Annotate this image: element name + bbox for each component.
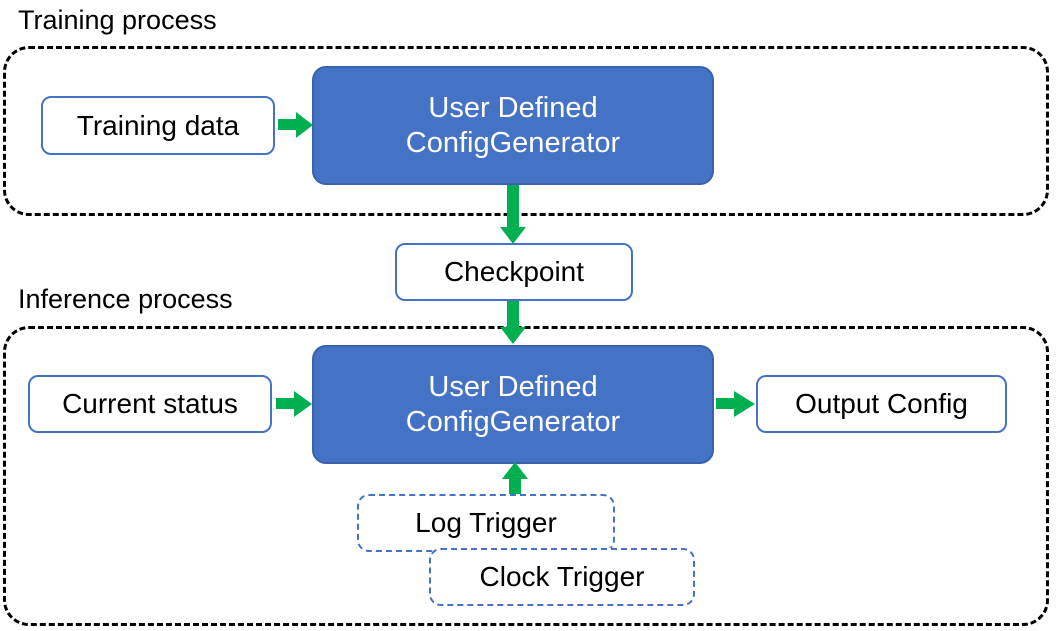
node-current-status[interactable]: Current status — [28, 375, 272, 433]
node-checkpoint[interactable]: Checkpoint — [395, 243, 633, 301]
node-training-config-generator-line2: ConfigGenerator — [405, 126, 621, 159]
node-log-trigger[interactable]: Log Trigger — [357, 494, 615, 552]
training-process-caption: Training process — [18, 5, 217, 35]
inference-process-caption: Inference process — [18, 284, 233, 314]
node-inference-config-generator[interactable]: User Defined ConfigGenerator — [312, 345, 714, 464]
node-log-trigger-label: Log Trigger — [415, 507, 557, 538]
node-training-config-generator-line1: User Defined — [428, 92, 598, 125]
node-training-data[interactable]: Training data — [41, 96, 275, 155]
node-checkpoint-label: Checkpoint — [443, 256, 585, 288]
node-inference-config-generator-line2: ConfigGenerator — [405, 405, 621, 438]
inference-process-container — [3, 326, 1049, 626]
node-clock-trigger-label: Clock Trigger — [479, 561, 645, 592]
node-training-config-generator[interactable]: User Defined ConfigGenerator — [312, 66, 714, 185]
node-training-data-label: Training data — [76, 109, 240, 141]
node-output-config-label: Output Config — [795, 388, 968, 420]
node-clock-trigger[interactable]: Clock Trigger — [429, 548, 695, 606]
node-inference-config-generator-line1: User Defined — [428, 371, 598, 404]
node-output-config[interactable]: Output Config — [756, 375, 1007, 433]
node-current-status-label: Current status — [62, 388, 238, 420]
training-process-container — [3, 46, 1049, 216]
